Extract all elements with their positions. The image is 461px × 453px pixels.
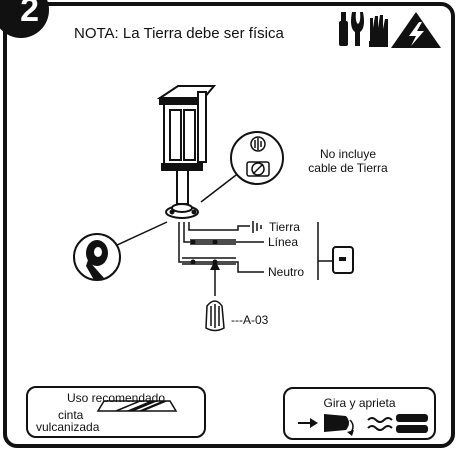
- tape-callout-line: [114, 221, 168, 247]
- arrow-up-icon: [210, 260, 220, 296]
- instruction-frame: 2: [0, 0, 455, 448]
- recommended-use-title: Uso recomendado: [66, 391, 166, 405]
- twist-title: Gira y aprieta: [323, 396, 396, 410]
- ground-symbol-icon: [250, 136, 266, 152]
- no-ground-line1: No incluye: [319, 147, 377, 161]
- tape-label-line1: cinta: [58, 408, 84, 422]
- glove-icon: [369, 15, 388, 47]
- wire-ground-symbol: [252, 221, 262, 233]
- high-voltage-warning-icon: [391, 12, 441, 48]
- junction-box-icon: [317, 222, 354, 280]
- electrical-tape-icon: [86, 240, 108, 280]
- lamp-post: [156, 85, 217, 219]
- ground-callout-line: [200, 171, 241, 203]
- twist-box: Gira y aprieta: [283, 387, 436, 440]
- no-ground-line2: cable de Tierra: [308, 161, 388, 175]
- wire-lines: [178, 222, 264, 273]
- wire-nut-icon: [205, 300, 225, 332]
- recommended-use-box: Uso recomendado cinta vulcanizada: [26, 386, 206, 438]
- wire-label-ground: Tierra: [269, 220, 300, 234]
- connector-code: ---A-03: [231, 313, 269, 327]
- ground-note: NOTA: La Tierra debe ser física: [74, 25, 284, 42]
- vulcanized-tape-icon: [96, 400, 178, 412]
- twisted-wires-icon: [367, 414, 428, 433]
- no-ground-text: No incluye cable de Tierra: [298, 147, 398, 175]
- tape-label-line2: vulcanizada: [36, 420, 100, 434]
- wire-label-line: Línea: [268, 235, 299, 249]
- wire-nut-twist-icon: [324, 414, 354, 436]
- no-wire-icon: [246, 161, 270, 177]
- ground-callout-circle: [230, 131, 284, 185]
- screwdriver-pliers-icon: [339, 12, 364, 46]
- wire-label-neutral: Neutro: [268, 265, 305, 279]
- twist-arrow-icon: [298, 418, 318, 428]
